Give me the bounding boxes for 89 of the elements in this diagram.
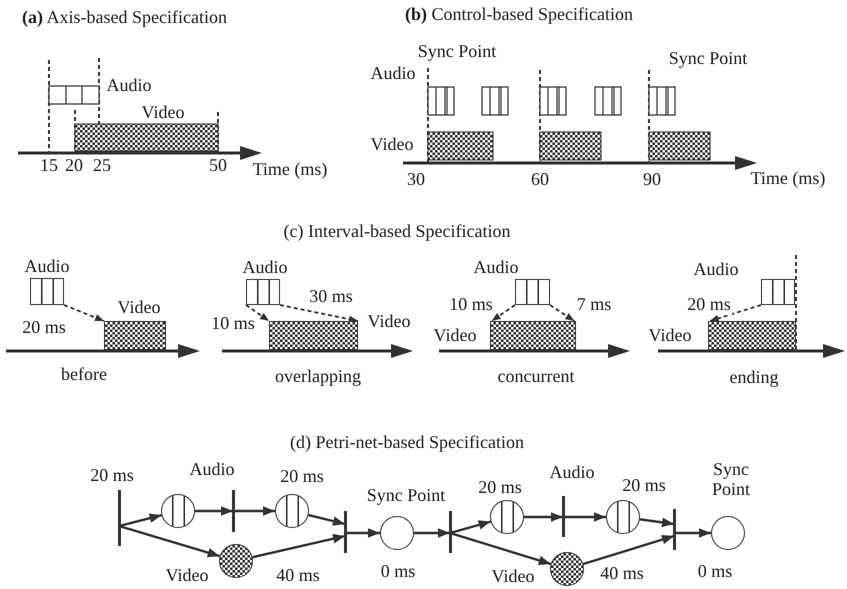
transition-bar — [118, 490, 120, 546]
dashed-arrow — [550, 304, 575, 322]
arrow — [233, 506, 275, 516]
sync-point-label: Sync Point — [668, 49, 748, 69]
arrow — [118, 514, 162, 528]
stream-label: Video — [142, 103, 184, 123]
stream-label: Audio — [190, 460, 234, 480]
transition-bar — [672, 509, 676, 550]
duration-label: 20 ms — [280, 467, 324, 487]
transition-bar — [562, 496, 564, 537]
duration-label: 0 ms — [698, 562, 732, 582]
media-block — [104, 321, 166, 350]
tick-label: 90 — [643, 170, 661, 190]
stream-label: Audio — [370, 64, 416, 84]
arrow — [345, 528, 380, 538]
tick-label: 30 — [407, 170, 425, 190]
place-circle — [219, 544, 253, 578]
dashed-arrow — [710, 304, 762, 322]
media-block — [30, 278, 64, 305]
stream-label: Video — [648, 326, 692, 346]
tick-label: 25 — [93, 156, 111, 176]
stream-label: Video — [434, 326, 476, 346]
arrow — [308, 514, 346, 526]
place-circle — [490, 500, 524, 534]
dashed-arrow — [491, 304, 516, 322]
sync-point-label: Sync Point — [366, 486, 446, 506]
place-circle — [161, 494, 195, 528]
duration-label: 40 ms — [276, 566, 320, 586]
dashed-arrow — [280, 304, 358, 323]
stream-label: Audio — [106, 76, 152, 96]
arrow — [450, 520, 491, 534]
panel-title: (a) Axis-based Specification — [22, 8, 227, 28]
place-circle — [275, 494, 309, 528]
duration-label: 20 ms — [90, 466, 134, 486]
stream-label: Video — [166, 566, 208, 586]
sync-point-label: Sync Point — [710, 460, 751, 500]
media-block — [515, 279, 550, 305]
tick-label: 20 — [65, 156, 83, 176]
relation-label: ending — [730, 368, 778, 388]
stream-label: Audio — [242, 258, 288, 278]
dashed-arrow — [245, 304, 270, 322]
place-circle — [711, 516, 745, 550]
transition-bar — [448, 511, 452, 553]
relation-label: concurrent — [498, 367, 574, 387]
arrow — [640, 518, 674, 528]
stream-label: Audio — [474, 258, 518, 278]
arrow — [414, 528, 450, 538]
stream-label: Audio — [24, 257, 70, 277]
stream-label: Video — [370, 135, 414, 155]
arrow — [118, 524, 220, 558]
stream-label: Video — [492, 567, 534, 587]
stream-label: Video — [368, 312, 410, 332]
place-circle — [550, 552, 584, 586]
tick-label: 15 — [40, 156, 58, 176]
duration-label: 20 ms — [622, 476, 666, 496]
duration-label: 0 ms — [380, 562, 416, 582]
stream-label: Video — [118, 298, 160, 318]
relation-label: overlapping — [275, 367, 361, 387]
sync-point-label: Sync Point — [418, 42, 496, 62]
media-block — [761, 279, 795, 305]
media-block — [490, 321, 576, 350]
arrow — [524, 512, 563, 522]
arrow — [582, 534, 674, 566]
duration-label: 20 ms — [478, 478, 522, 498]
place-circle — [380, 516, 414, 550]
relation-label: before — [61, 365, 107, 385]
duration-label: 40 ms — [600, 564, 644, 584]
edge-label: 20 ms — [686, 295, 732, 315]
panel-title: (d) Petri-net-based Specification — [290, 433, 524, 453]
transition-bar — [344, 511, 346, 553]
stream-label: Audio — [694, 260, 738, 280]
arrow — [195, 506, 233, 516]
axis-label: Time (ms) — [252, 160, 328, 180]
stream-label: Audio — [550, 463, 594, 483]
media-block — [708, 321, 796, 350]
panel-title: (b) Control-based Specification — [405, 5, 633, 25]
transition-bar — [232, 490, 234, 532]
tick-label: 60 — [531, 170, 549, 190]
arrow — [563, 512, 606, 522]
tick-label: 50 — [209, 156, 227, 176]
dashed-arrow — [64, 304, 104, 322]
arrow — [450, 532, 552, 566]
panel-title: (c) Interval-based Specification — [284, 222, 510, 242]
place-circle — [606, 500, 640, 534]
arrow — [674, 528, 711, 538]
axis-label: Time (ms) — [750, 169, 826, 189]
media-block — [269, 321, 358, 350]
media-block — [246, 279, 280, 305]
arrow — [252, 534, 346, 558]
